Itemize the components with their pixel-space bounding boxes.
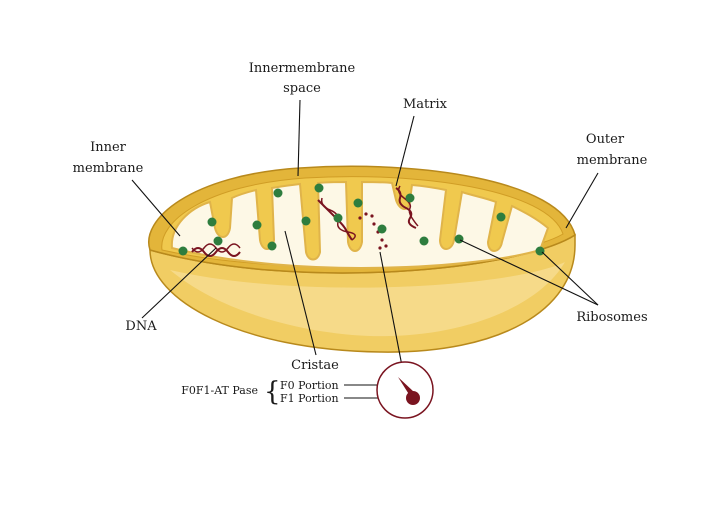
- leader-cristae: [284, 230, 317, 356]
- label-atpase: F0F1-AT Pase: [181, 384, 258, 397]
- label-f1: F1 Portion: [280, 392, 339, 405]
- ribosome: [333, 213, 343, 223]
- label-inner-line2: membrane: [73, 161, 144, 176]
- ribosomes: [178, 183, 545, 256]
- label-intermembrane-line2: space: [283, 81, 321, 96]
- brace: {: [264, 377, 281, 407]
- ribosome: [353, 198, 363, 208]
- leader-intermembrane: [297, 99, 301, 177]
- leader-ribosomes-b: [541, 251, 599, 306]
- dna-strand-left: [191, 247, 241, 257]
- dna-strand-right-b: [397, 185, 419, 227]
- ribosome: [314, 183, 324, 193]
- label-outer-line1: Outer: [586, 132, 625, 147]
- label-intermembrane-line1: Innermembrane: [249, 61, 356, 76]
- leader-lines: [131, 99, 599, 399]
- ribosome: [213, 236, 223, 246]
- label-ribosomes: Ribosomes: [576, 310, 647, 325]
- label-f0: F0 Portion: [280, 379, 339, 392]
- atpase-stalk-icon: [398, 377, 414, 396]
- leader-inner-membrane: [131, 179, 181, 237]
- ribosome: [377, 224, 387, 234]
- ribosome: [252, 220, 262, 230]
- leader-ribosomes-a: [459, 239, 599, 306]
- leader-atpase: [379, 251, 403, 367]
- ribosome: [535, 246, 545, 256]
- lower-body-highlight: [170, 262, 565, 337]
- ribosome: [273, 188, 283, 198]
- label-matrix: Matrix: [403, 97, 448, 112]
- inner-membrane-matrix: [170, 180, 550, 269]
- label-inner-line1: Inner: [90, 140, 127, 155]
- ribosome: [178, 246, 188, 256]
- leader-matrix: [395, 115, 415, 187]
- ribosome: [267, 241, 277, 251]
- ribosome: [419, 236, 429, 246]
- leader-dna: [141, 247, 217, 319]
- ribosome: [207, 217, 217, 227]
- ribosome: [454, 234, 464, 244]
- atpase-head-icon: [406, 391, 420, 405]
- ribosome: [405, 193, 415, 203]
- atpase-zoom-circle: [376, 361, 434, 419]
- ribosome: [496, 212, 506, 222]
- leader-outer-membrane: [565, 172, 599, 229]
- atp-synthase-particles: [358, 212, 388, 250]
- ribosome: [301, 216, 311, 226]
- label-cristae: Cristae: [291, 358, 339, 373]
- label-outer-line2: membrane: [577, 153, 648, 168]
- label-dna: DNA: [125, 319, 157, 334]
